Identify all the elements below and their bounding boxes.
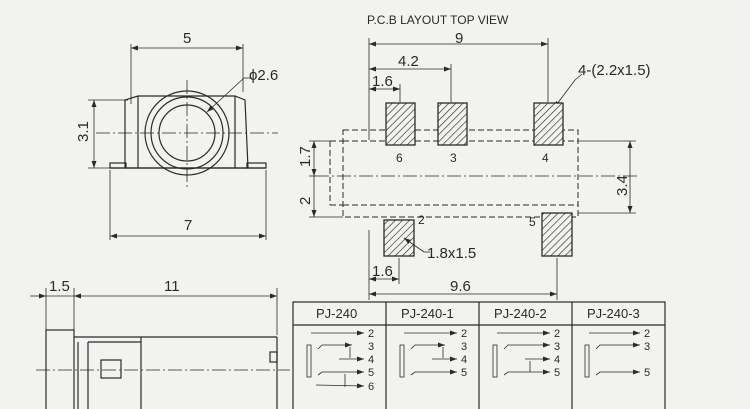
table-header-2: PJ-240-1: [401, 306, 454, 321]
dim-diameter-label: ϕ2.6: [249, 67, 278, 84]
pin-2: 2: [368, 328, 374, 340]
pin-3: 3: [461, 341, 467, 353]
pin-label-2: 2: [418, 213, 425, 227]
pin-label-5: 5: [529, 215, 536, 229]
pcb-layout: P.C.B LAYOUT TOP VIEW 9 4.2 1.6 4-(2.2x1…: [297, 13, 651, 300]
dim-96-label: 9.6: [450, 278, 471, 295]
pin-5: 5: [368, 367, 374, 379]
pin-2: 2: [644, 328, 650, 340]
schematic-pj240-3: 2 3 5: [584, 328, 650, 379]
pad-note-label: 4-(2.2x1.5): [578, 62, 651, 79]
pin-4: 4: [368, 354, 374, 366]
jack-side-view: 1.5 11: [30, 278, 290, 409]
table-header-3: PJ-240-2: [494, 306, 547, 321]
pin-6: 6: [368, 381, 374, 393]
pin-label-3: 3: [450, 151, 457, 165]
pad-5: [541, 212, 573, 257]
schematic-pj240-2: 2 3 4 5: [492, 328, 560, 379]
pin-4: 4: [554, 354, 560, 366]
pin-5: 5: [461, 367, 467, 379]
pad-3: [437, 102, 468, 146]
pin-label-4: 4: [542, 151, 549, 165]
dim-front-label: 1.5: [49, 278, 70, 295]
dim-2-label: 2: [297, 197, 314, 205]
pin-5: 5: [644, 367, 650, 379]
pad-4: [533, 102, 564, 146]
dim-34-label: 3.4: [614, 175, 631, 196]
dim-length-label: 11: [164, 278, 180, 295]
pin-3: 3: [368, 341, 374, 353]
dim-16-top-label: 1.6: [372, 73, 393, 90]
dim-base-label: 7: [184, 217, 192, 234]
pin-2: 2: [461, 328, 467, 340]
pad-note-2-label: 1.8x1.5: [427, 245, 476, 262]
dim-42-label: 4.2: [398, 53, 419, 70]
table-header-4: PJ-240-3: [587, 306, 640, 321]
pin-label-6: 6: [396, 151, 403, 165]
jack-top-view: 5 ϕ2.6 3.1 7: [75, 30, 278, 240]
pin-5: 5: [554, 367, 560, 379]
pcb-title: P.C.B LAYOUT TOP VIEW: [367, 13, 509, 27]
pad-2: [383, 219, 415, 257]
pad-6: [385, 102, 416, 146]
pin-3: 3: [554, 341, 560, 353]
table-header-1: PJ-240: [316, 306, 357, 321]
dim-total-label: 9: [455, 30, 463, 47]
pin-2: 2: [554, 328, 560, 340]
dim-16-bottom-label: 1.6: [372, 263, 393, 280]
dim-width-label: 5: [183, 30, 191, 47]
dim-height-label: 3.1: [75, 121, 92, 142]
pin-4: 4: [461, 354, 467, 366]
schematic-pj240-1: 2 3 4 5: [399, 328, 467, 379]
schematic-pj240: 2 3 4 5 6: [306, 328, 374, 393]
dim-17-label: 1.7: [297, 146, 314, 167]
variant-table: PJ-240 PJ-240-1 PJ-240-2 PJ-240-3 2 3 4 …: [292, 301, 666, 409]
pin-3: 3: [644, 341, 650, 353]
